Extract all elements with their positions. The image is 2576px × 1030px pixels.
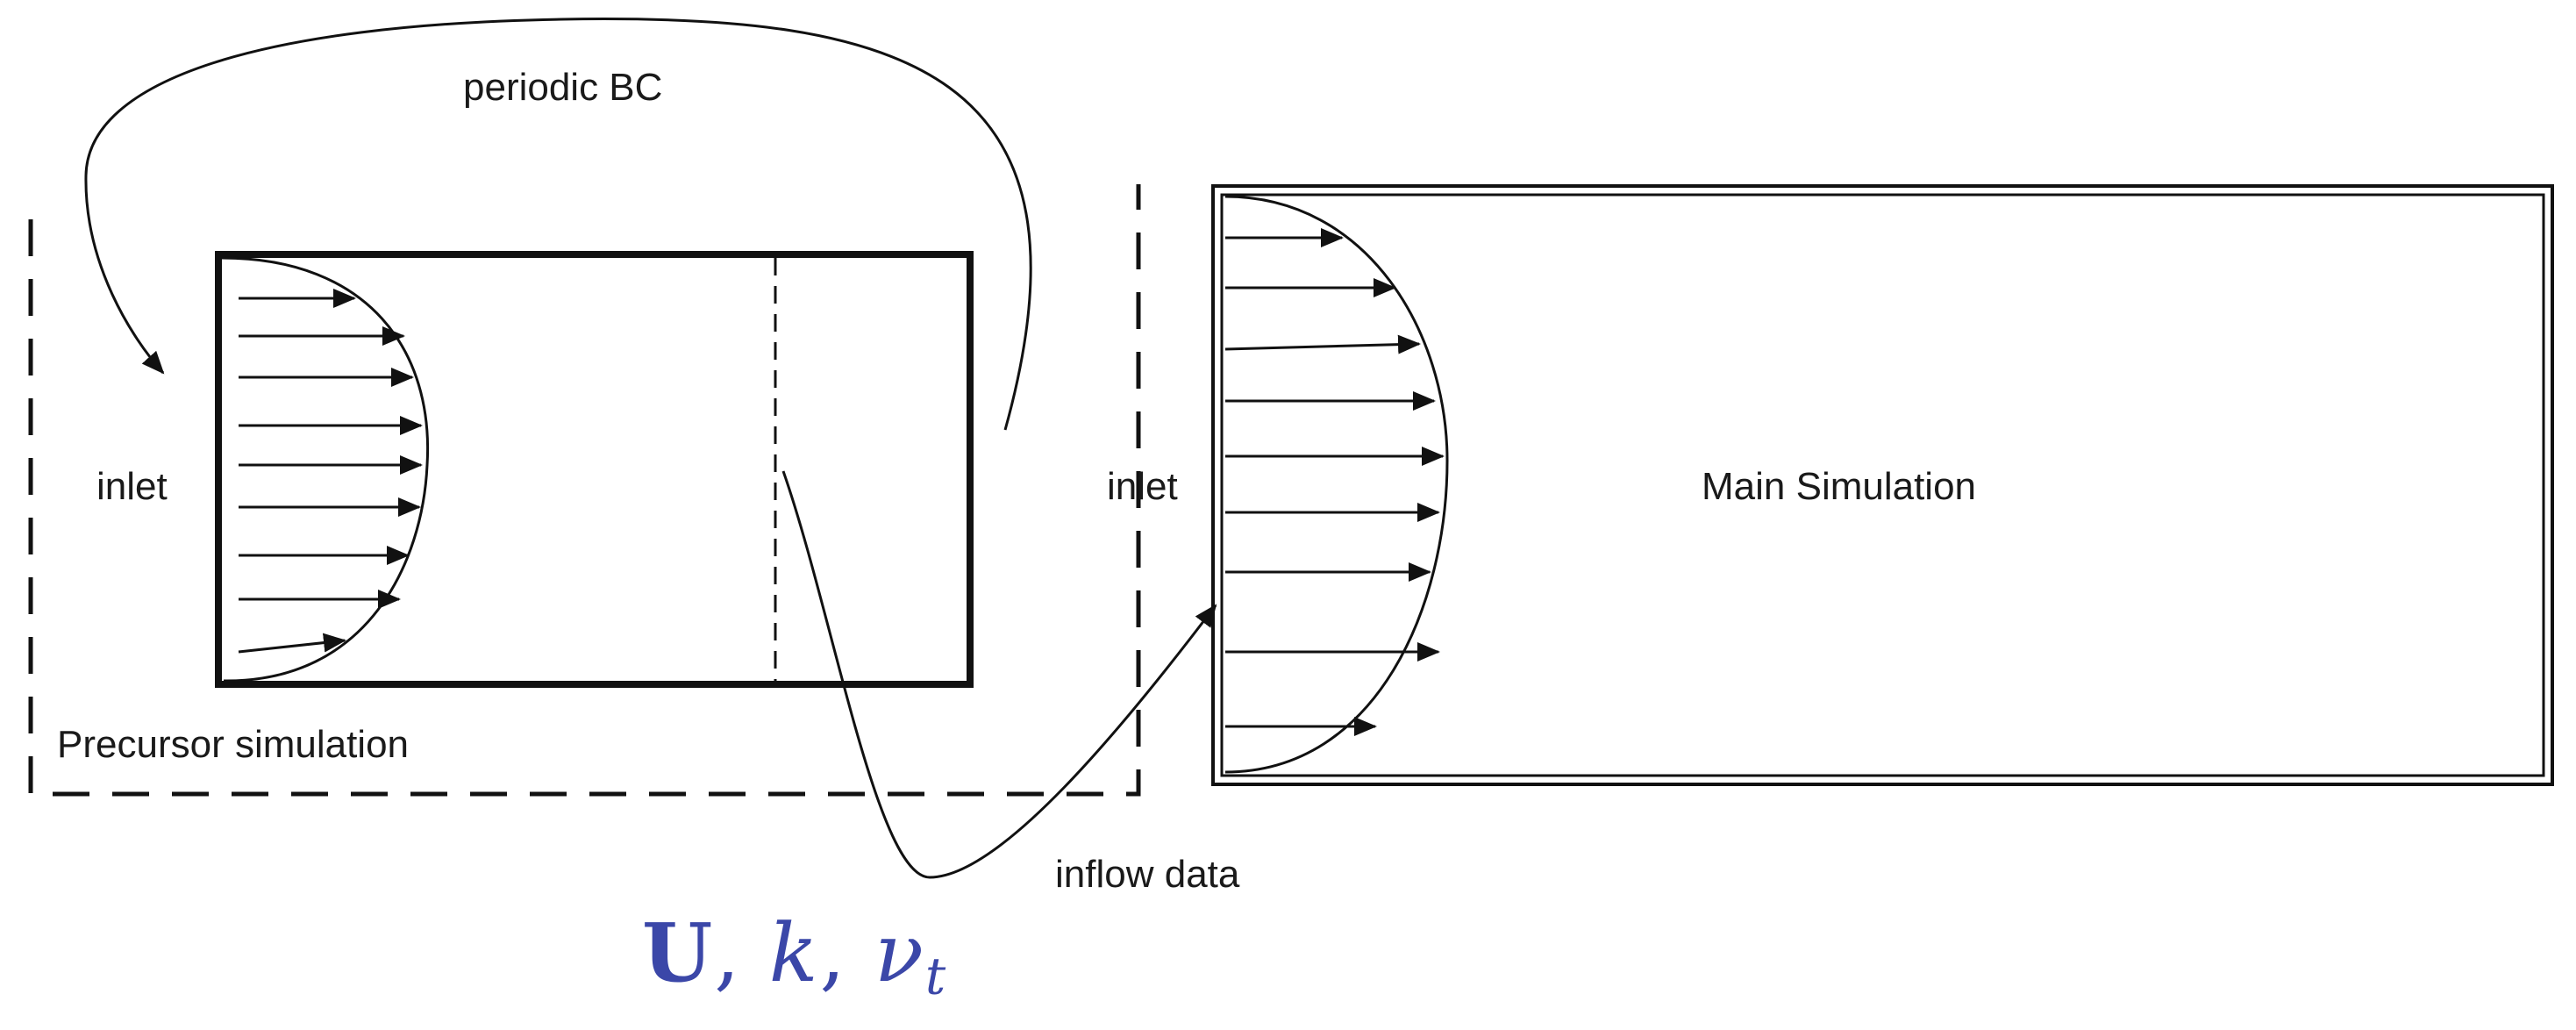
periodic-bc-label: periodic BC xyxy=(463,66,663,109)
separator-2: , xyxy=(819,906,874,1000)
precursor-arrow-9 xyxy=(238,633,346,654)
precursor-profile-arrows xyxy=(238,289,423,654)
nu-subscript: t xyxy=(924,946,948,1006)
transferred-variables-formula: U, k, νt xyxy=(642,912,947,1002)
main-velocity-profile xyxy=(1224,195,1449,774)
precursor-inlet-label: inlet xyxy=(96,465,168,508)
periodic-bc-loop-arrow xyxy=(84,18,1032,431)
precursor-simulation-label: Precursor simulation xyxy=(57,723,410,766)
main-domain-box-outer xyxy=(1211,184,2554,786)
inflow-data-arrow xyxy=(781,470,1217,879)
precursor-velocity-profile xyxy=(221,256,430,683)
precursor-domain-box xyxy=(215,251,974,688)
nu-symbol: ν xyxy=(874,906,925,1000)
velocity-symbol: U xyxy=(642,905,715,1000)
main-simulation-label: Main Simulation xyxy=(1702,465,1977,508)
main-inlet-label: inlet xyxy=(1107,465,1178,508)
main-domain-box-inner xyxy=(1220,193,2545,777)
separator-1: , xyxy=(714,906,769,1000)
tke-symbol: k xyxy=(768,906,820,1000)
inflow-data-label: inflow data xyxy=(1055,853,1240,896)
precursor-dashed-boundary xyxy=(28,184,1141,797)
main-arrow-3 xyxy=(1224,334,1421,354)
main-profile-arrows xyxy=(1224,228,1445,736)
